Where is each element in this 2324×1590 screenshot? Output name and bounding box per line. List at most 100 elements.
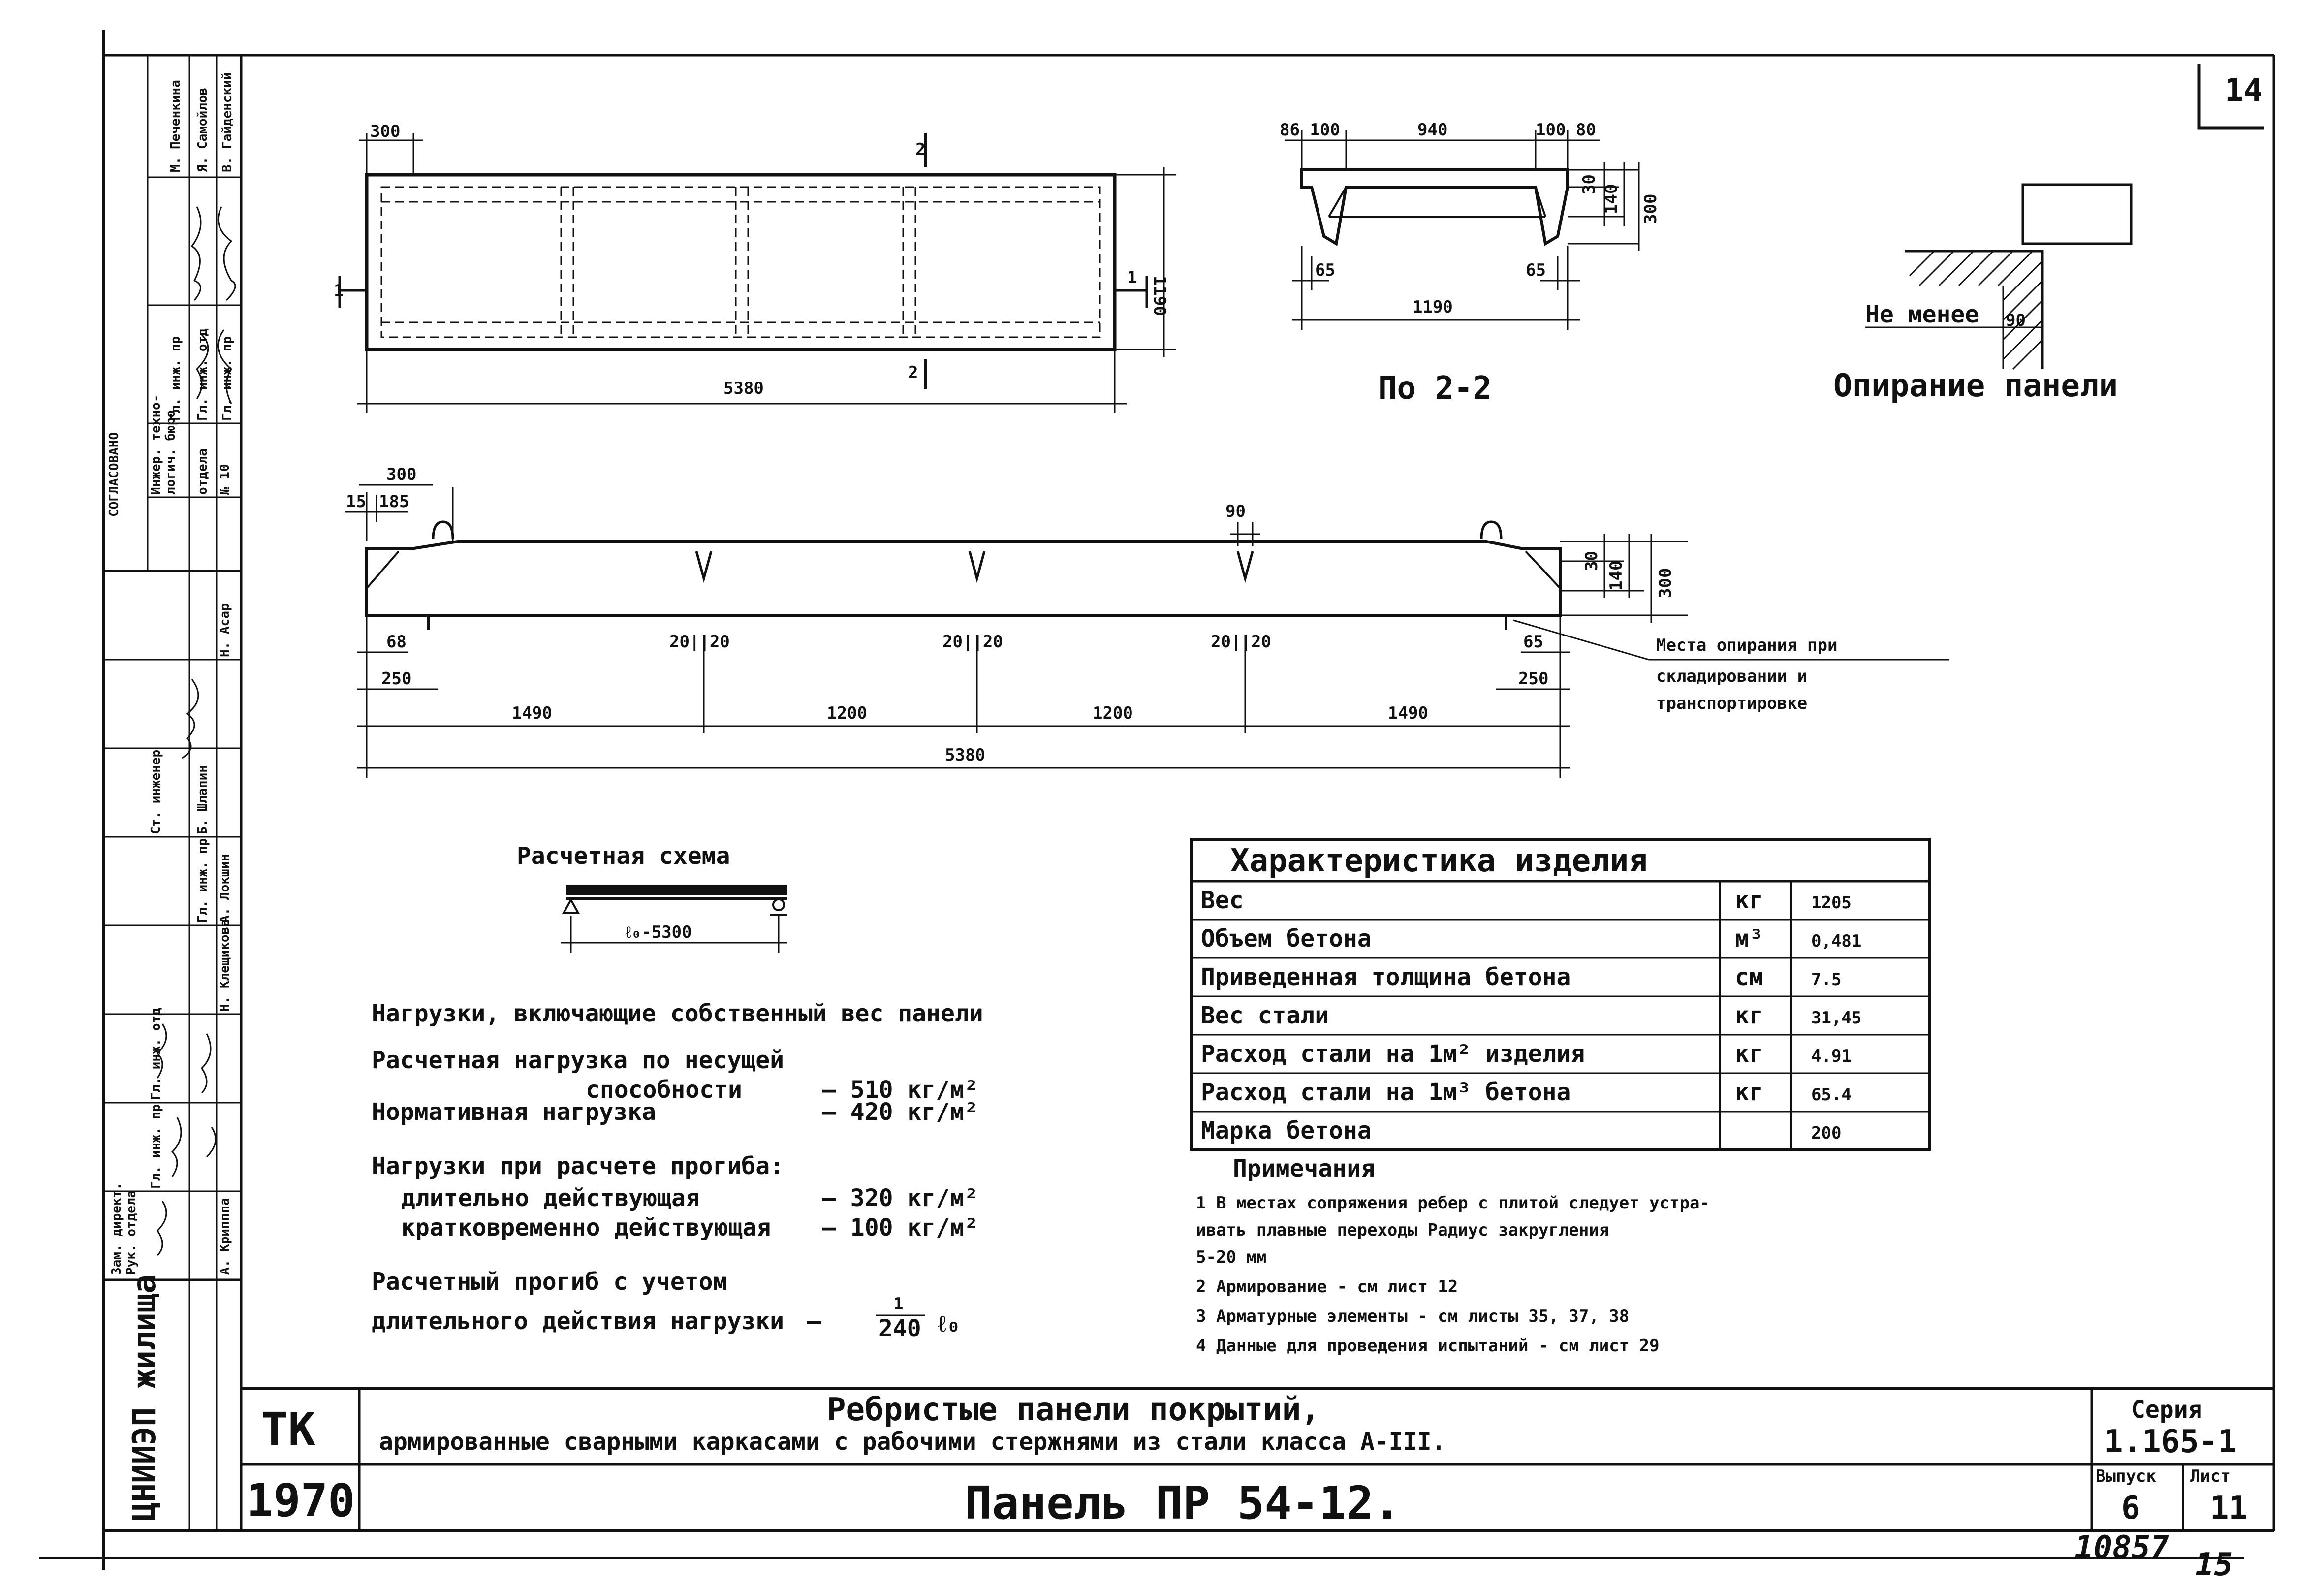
left-stamp: СОГЛАСОВАНО В. Гайденский Я. Самойлов М.… <box>103 55 241 1531</box>
stamp-dept-3: отдела <box>195 448 210 495</box>
sheet-frame <box>39 30 2275 1570</box>
calc-scheme-title: Расчетная схема <box>517 842 730 870</box>
sheet-number-box: 14 <box>2197 64 2264 130</box>
issue-label: Выпуск <box>2096 1466 2156 1486</box>
notes: Примечания 1 В местах сопряжения ребер с… <box>1196 1155 1710 1356</box>
s22-dim-h3: 300 <box>1641 194 1661 224</box>
s22-label: По 2-2 <box>1378 370 1492 407</box>
char-row-6-unit: кг <box>1735 1079 1763 1106</box>
support-note-line-1: Места опирания при <box>1656 636 1837 655</box>
bottom-number-left: 10857 <box>2074 1529 2169 1566</box>
char-row-5-name: Расход стали на 1м² изделия <box>1201 1040 1585 1068</box>
support-note-line-3: транспортировке <box>1656 694 1807 713</box>
side-rib-dim-2: 20||20 <box>942 632 1003 652</box>
series-label: Серия <box>2131 1396 2202 1424</box>
stamp-role-bottom-2: Рук. отдела <box>124 1190 139 1275</box>
s22-dim-bot-left: 65 <box>1315 260 1335 280</box>
stamp-dept-4: № 10 <box>218 464 232 495</box>
side-dim-185: 185 <box>379 492 409 511</box>
org-name: ЦНИИЭП жилища <box>126 1274 163 1521</box>
series-value: 1.165-1 <box>2104 1424 2237 1460</box>
s22-dim-h1: 30 <box>1579 174 1599 194</box>
s22-dim-width: 1190 <box>1413 297 1453 317</box>
support-note-line-2: складировании и <box>1656 667 1807 686</box>
support-dim: 90 <box>2006 311 2026 330</box>
char-row-1-value: 1205 <box>1811 893 1852 913</box>
side-dim-250-left: 250 <box>381 669 411 689</box>
side-dim-65: 65 <box>1523 632 1543 652</box>
s22-dim-top-left: 86 100 <box>1280 120 1340 140</box>
side-dim-15: 15 <box>346 492 366 511</box>
side-total: 5380 <box>945 745 985 765</box>
char-row-2-name: Объем бетона <box>1201 925 1372 953</box>
char-row-4-value: 31,45 <box>1811 1008 1861 1028</box>
side-dim-300: 300 <box>386 465 416 484</box>
panel-name: Панель ПР 54-12. <box>965 1477 1401 1529</box>
note-line-2: ивать плавные переходы Радиус закруглени… <box>1196 1220 1609 1240</box>
stamp-name-top-3: М. Печенкина <box>168 80 183 172</box>
support-note: Не менее <box>1865 301 1979 328</box>
s22-dim-top-mid: 940 <box>1417 120 1447 140</box>
characteristics-title: Характеристика изделия <box>1230 843 1648 879</box>
stamp-role-bottom-6: Гл. инж. пр <box>195 838 210 923</box>
sheet-number: 14 <box>2225 72 2262 109</box>
char-row-6-name: Расход стали на 1м³ бетона <box>1201 1079 1570 1106</box>
calc-scheme: Расчетная схема ℓ₀-5300 Нагрузки, включа… <box>372 842 983 1342</box>
side-dim-h2: 140 <box>1606 561 1626 591</box>
calc-line-5-label: длительно действующая <box>401 1184 700 1212</box>
title-year: 1970 <box>246 1474 355 1527</box>
side-dim-h1: 30 <box>1582 551 1602 571</box>
char-row-3-name: Приведенная толщина бетона <box>1201 963 1570 991</box>
issue-value: 6 <box>2121 1490 2140 1526</box>
note-line-4: 2 Армирование - см лист 12 <box>1196 1277 1458 1297</box>
title-line-2: армированные сварными каркасами с рабочи… <box>379 1428 1445 1456</box>
stamp-name-top-2: Я. Самойлов <box>195 88 210 172</box>
side-view: 300 15 185 90 30 140 300 68 65 250 250 <box>345 465 1949 778</box>
calc-line-3-value: – 420 кг/м² <box>822 1098 978 1126</box>
notes-title: Примечания <box>1233 1155 1375 1182</box>
char-row-2-value: 0,481 <box>1811 931 1861 951</box>
char-row-1-unit: кг <box>1735 887 1763 914</box>
char-row-6-value: 65.4 <box>1811 1085 1852 1105</box>
section-mark-2-bottom: 2 <box>908 363 918 382</box>
side-rib-dim-3: 20||20 <box>1211 632 1271 652</box>
sheet-value: 11 <box>2210 1490 2248 1526</box>
stamp-role-top-2: Гл. инж. отд <box>195 328 210 421</box>
side-span-4: 1490 <box>1388 703 1428 723</box>
calc-line-6-value: – 100 кг/м² <box>822 1214 978 1241</box>
side-dim-68: 68 <box>386 632 407 652</box>
stamp-role-bottom-1: Зам. директ. <box>109 1182 124 1275</box>
sheet-label: Лист <box>2190 1466 2230 1486</box>
section-mark-2-top: 2 <box>915 140 925 159</box>
plan-dim-length: 5380 <box>723 379 764 398</box>
stamp-name-bottom-4: Н. Клещикова <box>218 919 232 1012</box>
char-row-2-unit: м³ <box>1735 925 1763 953</box>
stamp-role-bottom-3: Гл. инж. отд <box>149 1008 163 1100</box>
char-row-5-unit: кг <box>1735 1040 1763 1068</box>
side-span-3: 1200 <box>1093 703 1133 723</box>
char-row-7-value: 200 <box>1811 1123 1841 1143</box>
char-row-7-name: Марка бетона <box>1201 1117 1372 1145</box>
stamp-role-top-3: Гл. инж. пр <box>168 336 183 421</box>
side-rib-dim-1: 20||20 <box>669 632 730 652</box>
stamp-dept-1: Инжер. техно- <box>149 395 163 495</box>
side-dim-250-right: 250 <box>1518 669 1548 689</box>
stamp-name-bottom-1: Н. Асар <box>218 603 232 657</box>
stamp-dept-2: логич. бюро <box>163 410 178 495</box>
calc-line-2-value: – 510 кг/м² <box>822 1076 978 1104</box>
stamp-agreed: СОГЛАСОВАНО <box>107 432 122 517</box>
s22-dim-top-right: 100 80 <box>1536 120 1596 140</box>
char-row-4-name: Вес стали <box>1201 1002 1329 1029</box>
note-line-1: 1 В местах сопряжения ребер с плитой сле… <box>1196 1193 1710 1213</box>
calc-line-5-value: – 320 кг/м² <box>822 1184 978 1212</box>
bottom-number-right: 15 <box>2195 1547 2233 1583</box>
stamp-role-bottom-4: Гл. инж. пр <box>149 1104 163 1189</box>
stamp-name-bottom-2: Б. Шлапин <box>195 765 210 834</box>
stamp-name-bottom-3: А. Локшин <box>218 854 232 923</box>
characteristics-table: Характеристика изделия Вес кг 1205 Объем… <box>1190 838 1931 1151</box>
calc-line-1-label: Расчетная нагрузка по несущей <box>372 1047 784 1074</box>
char-row-5-value: 4.91 <box>1811 1047 1852 1066</box>
side-span-2: 1200 <box>827 703 867 723</box>
note-line-3: 5-20 мм <box>1196 1247 1266 1267</box>
